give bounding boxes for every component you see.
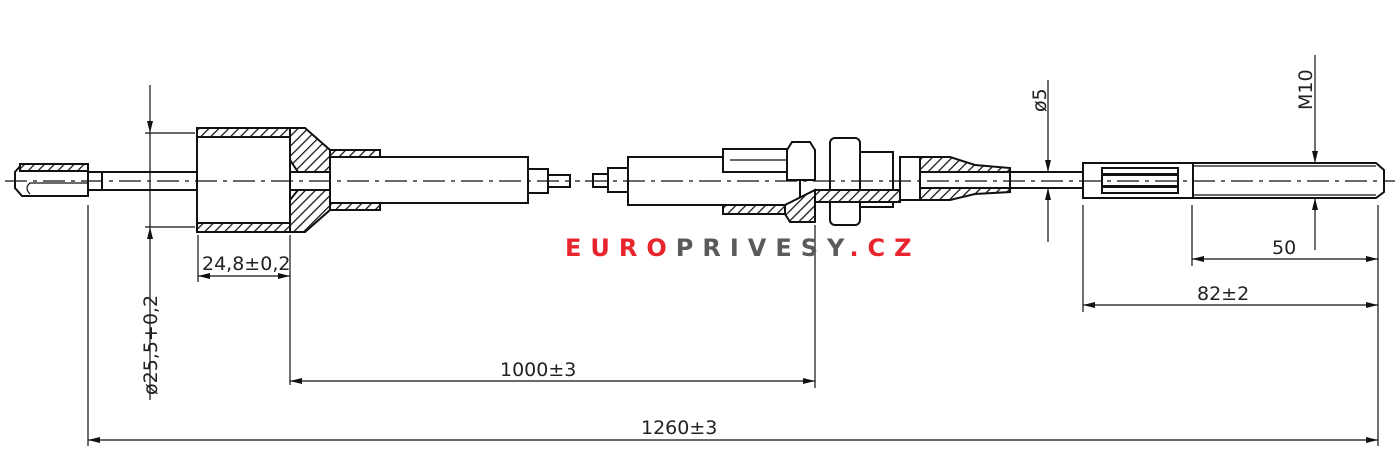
total-length-label: 1260±3 xyxy=(641,417,717,439)
sheath-length-label: 1000±3 xyxy=(500,359,576,381)
dim-cable-diameter: ø5 xyxy=(1029,80,1051,242)
watermark-logo: EUROPRIVESY.CZ xyxy=(565,234,921,262)
middle-fitting xyxy=(592,137,1086,226)
cable-diameter-label: ø5 xyxy=(1029,88,1051,112)
dim-bore-diameter: ø25,5+0,2 xyxy=(140,85,195,400)
watermark-part2: PRIVESY xyxy=(676,234,850,262)
bore-diameter-label: ø25,5+0,2 xyxy=(140,295,162,395)
watermark-part1: EURO xyxy=(565,234,676,262)
end-length-label: 82±2 xyxy=(1197,283,1249,305)
watermark-part3: .CZ xyxy=(849,234,920,262)
bore-depth-label: 24,8±0,2 xyxy=(202,253,290,275)
dim-end-length: 82±2 xyxy=(1082,205,1378,312)
dim-sheath-length: 1000±3 xyxy=(290,225,816,388)
thread-size-label: M10 xyxy=(1295,69,1317,110)
dim-total-length: 1260±3 xyxy=(87,205,1379,446)
dim-thread-size: M10 xyxy=(1295,55,1318,250)
left-eye-fitting xyxy=(14,163,103,197)
dim-thread-length: 50 xyxy=(1191,205,1378,266)
thread-length-label: 50 xyxy=(1272,237,1296,259)
dim-bore-depth: 24,8±0,2 xyxy=(197,235,291,385)
left-ferrule xyxy=(196,127,571,233)
